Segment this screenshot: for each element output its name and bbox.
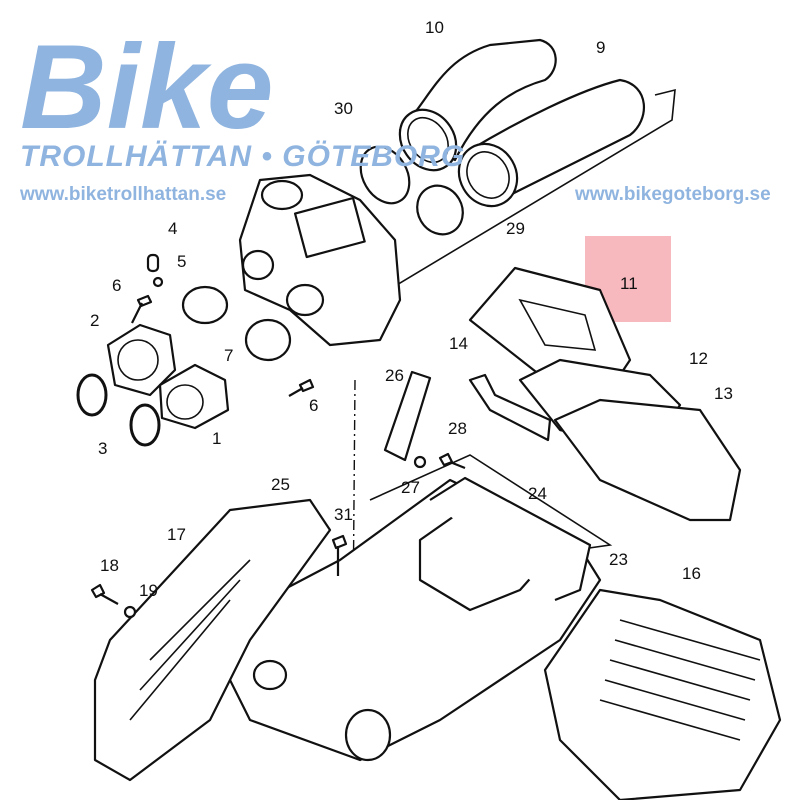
label-2: 2 [90,311,99,330]
part-5 [152,276,164,288]
o-ring-3b [129,403,161,447]
intake-hose-9 [457,78,645,208]
label-14: 14 [449,334,468,353]
hose-clamp-29 [416,184,464,236]
part-4 [146,253,160,273]
label-30: 30 [334,99,353,118]
label-31: 31 [334,505,353,524]
intake-hose-10 [398,38,557,172]
bolt-18 [90,583,119,605]
label-10: 10 [425,18,444,37]
label-25: 25 [271,475,290,494]
label-26: 26 [385,366,404,385]
label-4: 4 [168,219,177,238]
manifold-2 [106,323,177,397]
side-cover-17 [93,498,332,782]
watermark-cities: TROLLHÄTTAN • GÖTEBORG [20,140,465,173]
label-27: 27 [401,478,420,497]
screw-6a [131,294,153,324]
clamp-7b [244,318,292,362]
part-labels: 10 9 30 29 4 5 6 2 7 6 3 1 11 14 12 13 2… [90,18,733,600]
gasket-23 [429,476,592,602]
manifold-1 [158,363,230,430]
label-17: 17 [167,525,186,544]
intake-duct-16 [543,588,782,800]
filter-case-13 [553,398,742,522]
clamp-7a [181,285,229,325]
label-7: 7 [224,346,233,365]
plate-26 [383,370,432,462]
label-24: 24 [528,484,547,503]
screw-28 [438,452,466,470]
label-28: 28 [448,419,467,438]
label-6b: 6 [309,396,318,415]
label-6a: 6 [112,276,121,295]
watermark-url-left: www.biketrollhattan.se [19,184,226,205]
label-11: 11 [620,274,638,293]
label-1: 1 [212,429,221,448]
washer-27 [413,455,427,469]
bracket-14 [468,373,552,442]
label-5: 5 [177,252,186,271]
label-13: 13 [714,384,733,403]
watermark-url-right: www.bikegoteborg.se [574,184,771,205]
bolt-31 [331,534,348,576]
hose-clamp-30 [359,145,411,205]
label-23: 23 [609,550,628,569]
label-18: 18 [100,556,119,575]
carburetor [238,173,402,347]
o-ring-3a [76,373,108,417]
label-29: 29 [506,219,525,238]
washer-19 [123,605,137,619]
watermark-logo: Bike [20,20,273,154]
label-19: 19 [139,581,158,600]
screw-6b [288,378,315,397]
label-9: 9 [596,38,605,57]
label-3: 3 [98,439,107,458]
label-12: 12 [689,349,708,368]
label-16: 16 [682,564,701,583]
